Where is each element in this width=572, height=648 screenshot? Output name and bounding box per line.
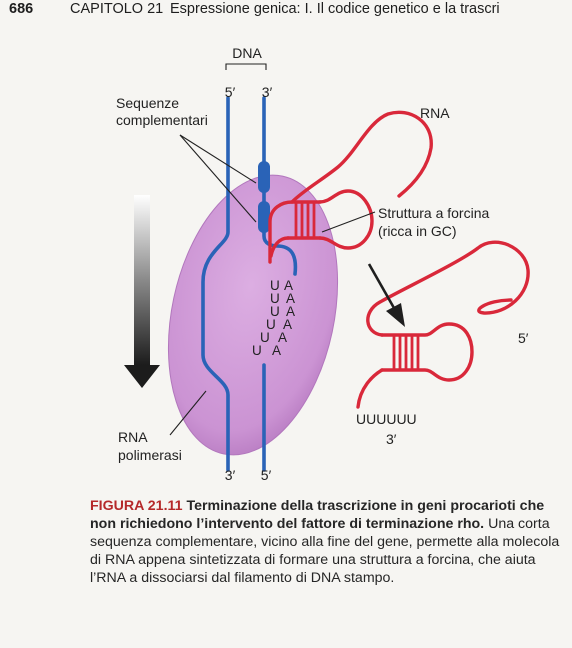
dissociation-arrow <box>367 263 405 327</box>
section-title: Espressione genica: I. Il codice genetic… <box>170 1 500 17</box>
nascent-rna <box>268 110 433 264</box>
u-letter: U <box>260 330 270 345</box>
a-letter: A <box>278 330 287 345</box>
figure-caption: FIGURA 21.11 Terminazione della trascriz… <box>90 497 568 587</box>
u-letter: U <box>270 304 280 319</box>
figure-title: Terminazione della trascrizione in geni … <box>90 498 545 532</box>
released-rna <box>356 240 530 409</box>
u-letter: U <box>270 278 280 293</box>
direction-arrow <box>124 195 160 388</box>
page-number: 686 <box>9 1 34 17</box>
rna-label: RNA <box>420 105 450 121</box>
polymerase-label: RNA polimerasi <box>118 429 182 463</box>
u-letter: U <box>252 343 262 358</box>
leader-lines <box>169 134 376 436</box>
u-sequence: U U U U U U <box>252 278 280 358</box>
dna-label: DNA <box>232 45 262 61</box>
a-letter: A <box>283 317 292 332</box>
released-3-prime-label: 3′ <box>386 431 397 447</box>
bottom-5-prime-label: 5′ <box>261 467 272 483</box>
a-sequence: A A A A A A <box>272 278 295 358</box>
top-5-prime-label: 5′ <box>225 84 236 100</box>
chapter-title: CAPITOLO 21 <box>70 1 164 17</box>
u-letter: U <box>270 291 280 306</box>
dna-strands <box>201 96 298 472</box>
termination-figure: DNA 5′ 3′ Sequenze complementari RNA Str… <box>0 22 572 492</box>
a-letter: A <box>284 278 293 293</box>
top-3-prime-label: 3′ <box>262 84 273 100</box>
bottom-3-prime-label: 3′ <box>225 467 236 483</box>
figure-description: Una corta sequenza complementare, vicino… <box>90 516 560 586</box>
released-5-prime-label: 5′ <box>518 330 529 346</box>
a-letter: A <box>286 291 295 306</box>
u-letter: U <box>266 317 276 332</box>
a-letter: A <box>286 304 295 319</box>
dna-bracket <box>225 63 267 70</box>
figure-number: FIGURA 21.11 <box>90 498 183 514</box>
rna-polymerase <box>167 174 339 456</box>
hairpin-label: Struttura a forcina (ricca in GC) <box>378 205 493 239</box>
complementary-sequences-label: Sequenze complementari <box>116 95 208 128</box>
page-header: 686 CAPITOLO 21 Espressione genica: I. I… <box>0 0 572 22</box>
released-poly-u-label: UUUUUU <box>356 411 417 427</box>
diagram-canvas: DNA 5′ 3′ Sequenze complementari RNA Str… <box>116 45 530 483</box>
a-letter: A <box>272 343 281 358</box>
